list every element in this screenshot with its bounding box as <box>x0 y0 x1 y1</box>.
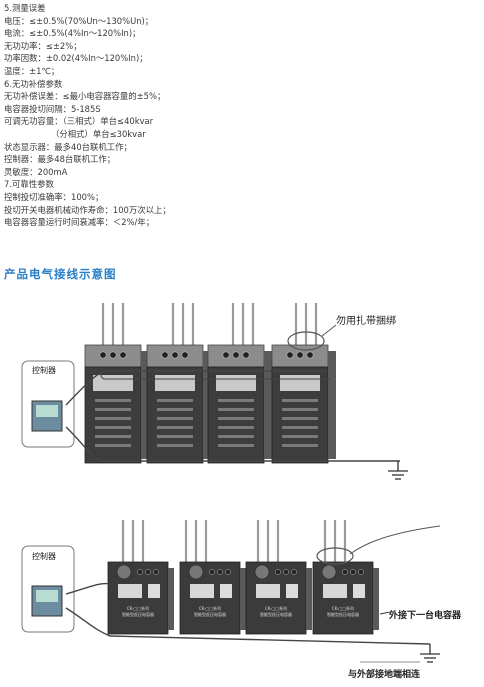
wiring-diagram-1 <box>21 303 408 480</box>
nameplate-line2: 智能型低压电容器 <box>327 611 359 617</box>
callout-next-capacitor: 外接下一台电容器 <box>389 611 462 621</box>
spec-list: 5.测量误差电压：≤±0.5%(70%Un～130%Un)； 电流：≤±0.5%(… <box>4 2 480 229</box>
capacitor-unit <box>271 344 336 464</box>
spec-line: 功率因数：±0.02(4%In～120%In)； <box>4 53 148 64</box>
spec-line: （分相式）单台≤30kvar <box>51 128 146 139</box>
nameplate-line2: 智能型低压电容器 <box>194 611 226 617</box>
spec-line: 状态显示器：最多40台联机工作； <box>4 141 132 152</box>
spec-line: 7.可靠性参数 <box>4 179 54 190</box>
spec-line: 5.测量误差 <box>4 3 46 13</box>
nameplate-line1: CK-□□系列 <box>199 605 221 611</box>
spec-line: 无功功率：≤±2%； <box>4 40 82 51</box>
spec-line: 温度：±1℃； <box>4 65 60 76</box>
spec-line: 电流：≤±0.5%(4%In～120%In)； <box>4 28 141 39</box>
capacitor-unit <box>146 344 211 464</box>
spec-line: 控制器：最多48台联机工作； <box>4 154 116 165</box>
capacitor-unit <box>207 344 272 464</box>
nameplate-line1: CK-□□系列 <box>332 605 354 611</box>
callout-ellipse <box>287 331 325 351</box>
spec-line: 6.无功补偿参数 <box>4 78 63 89</box>
nameplate-line2: 智能型低压电容器 <box>122 611 154 617</box>
controller-box-2 <box>21 545 75 633</box>
spec-line: 控制投切准确率：100%； <box>4 191 104 202</box>
spec-line: 可调无功容量：（三相式）单台≤40kvar <box>4 116 154 127</box>
callout-no-cable-tie: 勿用扎带捆绑 <box>336 316 396 327</box>
callout-leader <box>321 324 337 337</box>
capacitor-unit <box>84 344 149 464</box>
controller-screen-2 <box>36 590 58 602</box>
controller-box-1 <box>21 360 75 448</box>
spec-line: 无功补偿误差：≤最小电容器容量的±5%； <box>4 91 166 102</box>
nameplate-line2: 智能型低压电容器 <box>260 611 292 617</box>
controller-screen-1 <box>36 405 58 417</box>
spec-line: 电容器投切间隔：5-185S <box>4 103 101 114</box>
wiring-diagram-2: CK-□□系列智能型低压电容器CK-□□系列智能型低压电容器CK-□□系列智能型… <box>21 520 441 663</box>
nameplate-line1: CK-□□系列 <box>265 605 287 611</box>
spec-line: 电容器容量运行时间衰减率：＜2%/年； <box>4 217 155 228</box>
controller-label-2: 控制器 <box>32 552 56 561</box>
controller-label-1: 控制器 <box>32 366 56 375</box>
spec-line: 投切开关电器机械动作寿命：100万次以上； <box>4 204 171 215</box>
spec-line: 灵敏度：200mA <box>4 166 68 177</box>
section-title: 产品电气接线示意图 <box>4 267 117 281</box>
spec-line: 电压：≤±0.5%(70%Un～130%Un)； <box>4 15 154 26</box>
nameplate-line1: CK-□□系列 <box>127 605 149 611</box>
callout-external-ground: 与外部接地端相连 <box>348 670 421 680</box>
callout-ellipse-2 <box>316 547 354 565</box>
